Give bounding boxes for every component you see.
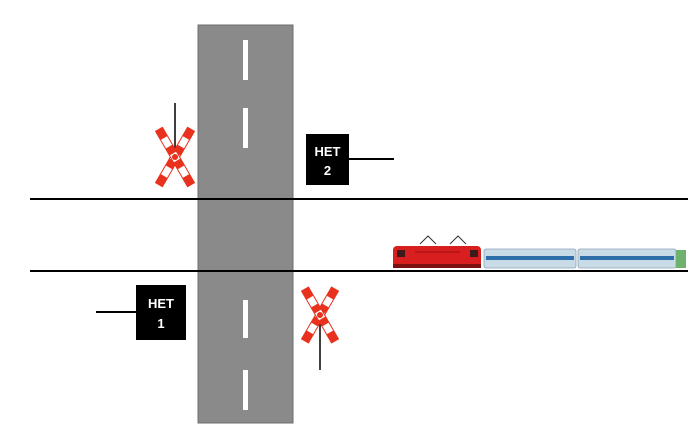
lane-mark <box>243 40 248 80</box>
railway-crossing-sign-icon <box>300 286 340 370</box>
sign-2-line2: 2 <box>324 163 331 178</box>
sign-2-line1: НЕТ <box>315 144 341 159</box>
sign-het-2: НЕТ 2 <box>306 134 394 185</box>
railway-crossing-sign-icon <box>154 103 196 188</box>
sign-het-1: НЕТ 1 <box>96 285 186 340</box>
train-icon <box>393 235 686 269</box>
lane-mark <box>243 300 248 338</box>
road <box>197 24 294 424</box>
sign-1-line1: НЕТ <box>148 296 174 311</box>
lane-mark <box>243 370 248 410</box>
sign-1-line2: 1 <box>157 316 164 331</box>
lane-mark <box>243 108 248 148</box>
